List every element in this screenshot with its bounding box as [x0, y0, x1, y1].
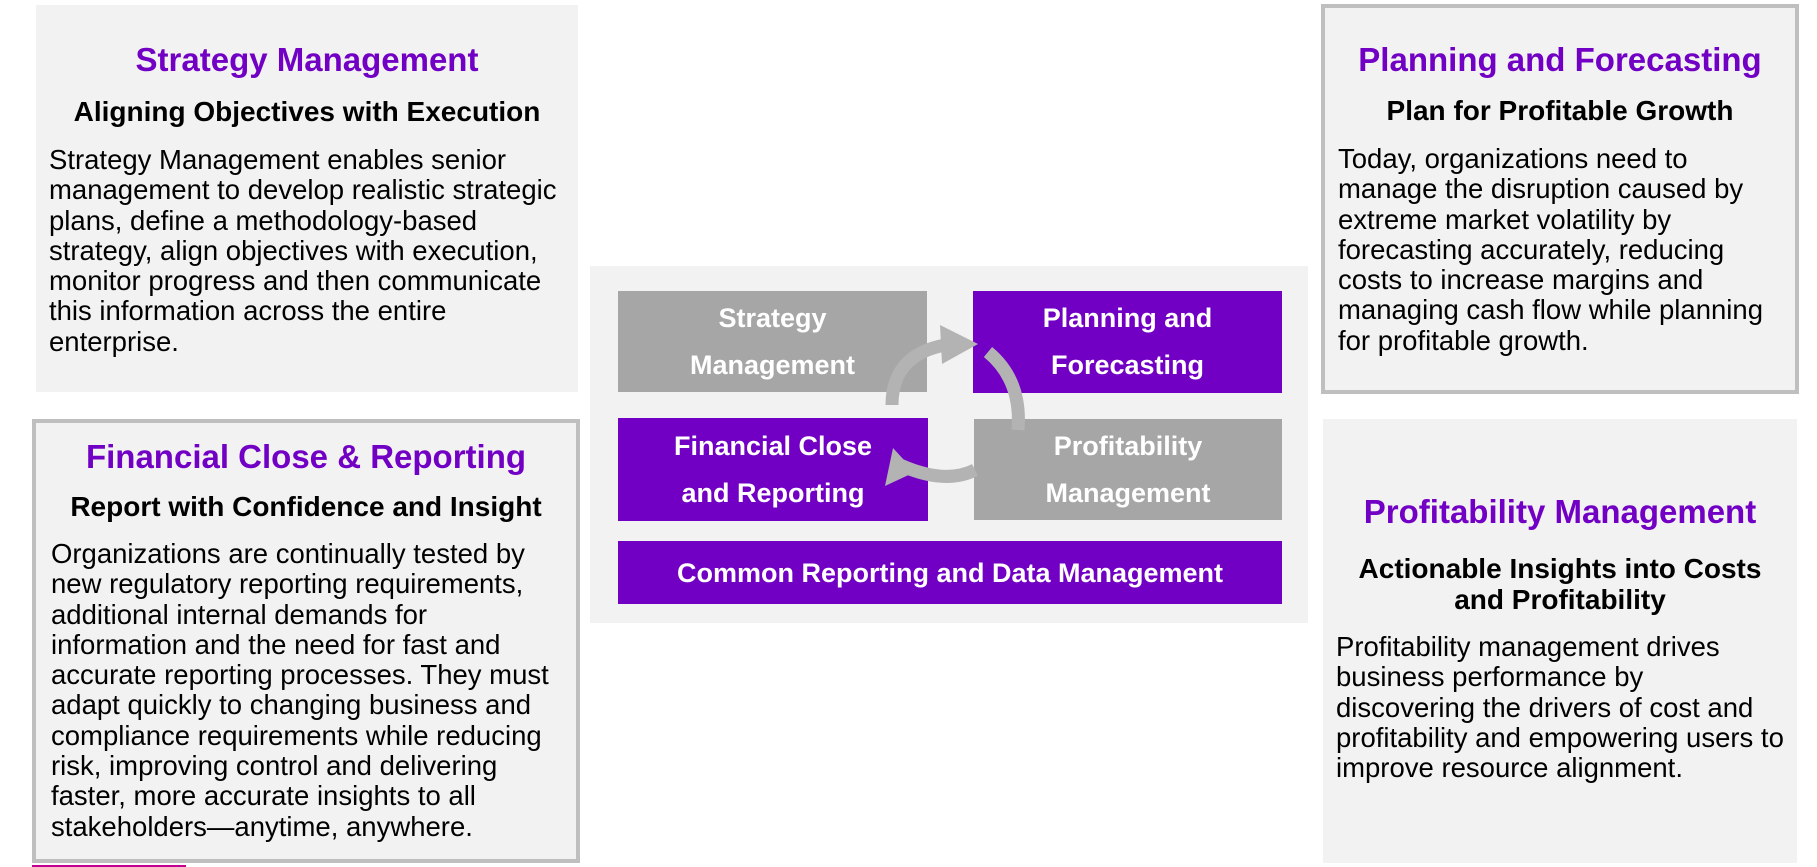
cycle-box-financial-close: Financial Close and Reporting [618, 418, 928, 521]
profit-panel-title: Profitability Management [1363, 493, 1757, 530]
strategy-panel-subtitle: Aligning Objectives with Execution [73, 96, 541, 127]
planning-panel-title: Planning and Forecasting [1358, 41, 1762, 78]
profit-panel-body: Profitability management drives business… [1336, 631, 1784, 784]
planning-forecasting-panel: Planning and Forecasting Plan for Profit… [1321, 4, 1799, 394]
planning-panel-subtitle: Plan for Profitable Growth [1386, 95, 1734, 126]
strategy-panel-body: Strategy Management enables senior manag… [49, 144, 557, 357]
common-reporting-label: Common Reporting and Data Management [676, 557, 1224, 588]
cycle-box-fcr-label: Financial Close and Reporting [673, 430, 873, 508]
cycle-box-planning: Planning and Forecasting [973, 291, 1282, 393]
common-reporting-bar: Common Reporting and Data Management [618, 541, 1282, 604]
planning-panel-body: Today, organizations need to manage the … [1338, 143, 1763, 356]
profitability-management-panel: Profitability Management Actionable Insi… [1323, 419, 1797, 863]
fcr-panel-body: Organizations are continually tested by … [51, 538, 549, 842]
cycle-box-profit-label: Profitability Management [1045, 430, 1211, 508]
profit-panel-subtitle: Actionable Insights into Costs and Profi… [1358, 553, 1762, 615]
cycle-box-strategy: Strategy Management [618, 291, 927, 392]
bottom-accent-line [32, 865, 186, 867]
cycle-box-strategy-label: Strategy Management [689, 302, 856, 380]
cycle-box-profitability: Profitability Management [974, 419, 1282, 520]
financial-close-reporting-panel: Financial Close & Reporting Report with … [32, 419, 580, 863]
cycle-box-planning-label: Planning and Forecasting [1042, 303, 1213, 380]
fcr-panel-title: Financial Close & Reporting [85, 438, 527, 475]
strategy-panel-title: Strategy Management [135, 41, 479, 78]
strategy-management-panel: Strategy Management Aligning Objectives … [36, 5, 578, 392]
fcr-panel-subtitle: Report with Confidence and Insight [70, 491, 542, 522]
